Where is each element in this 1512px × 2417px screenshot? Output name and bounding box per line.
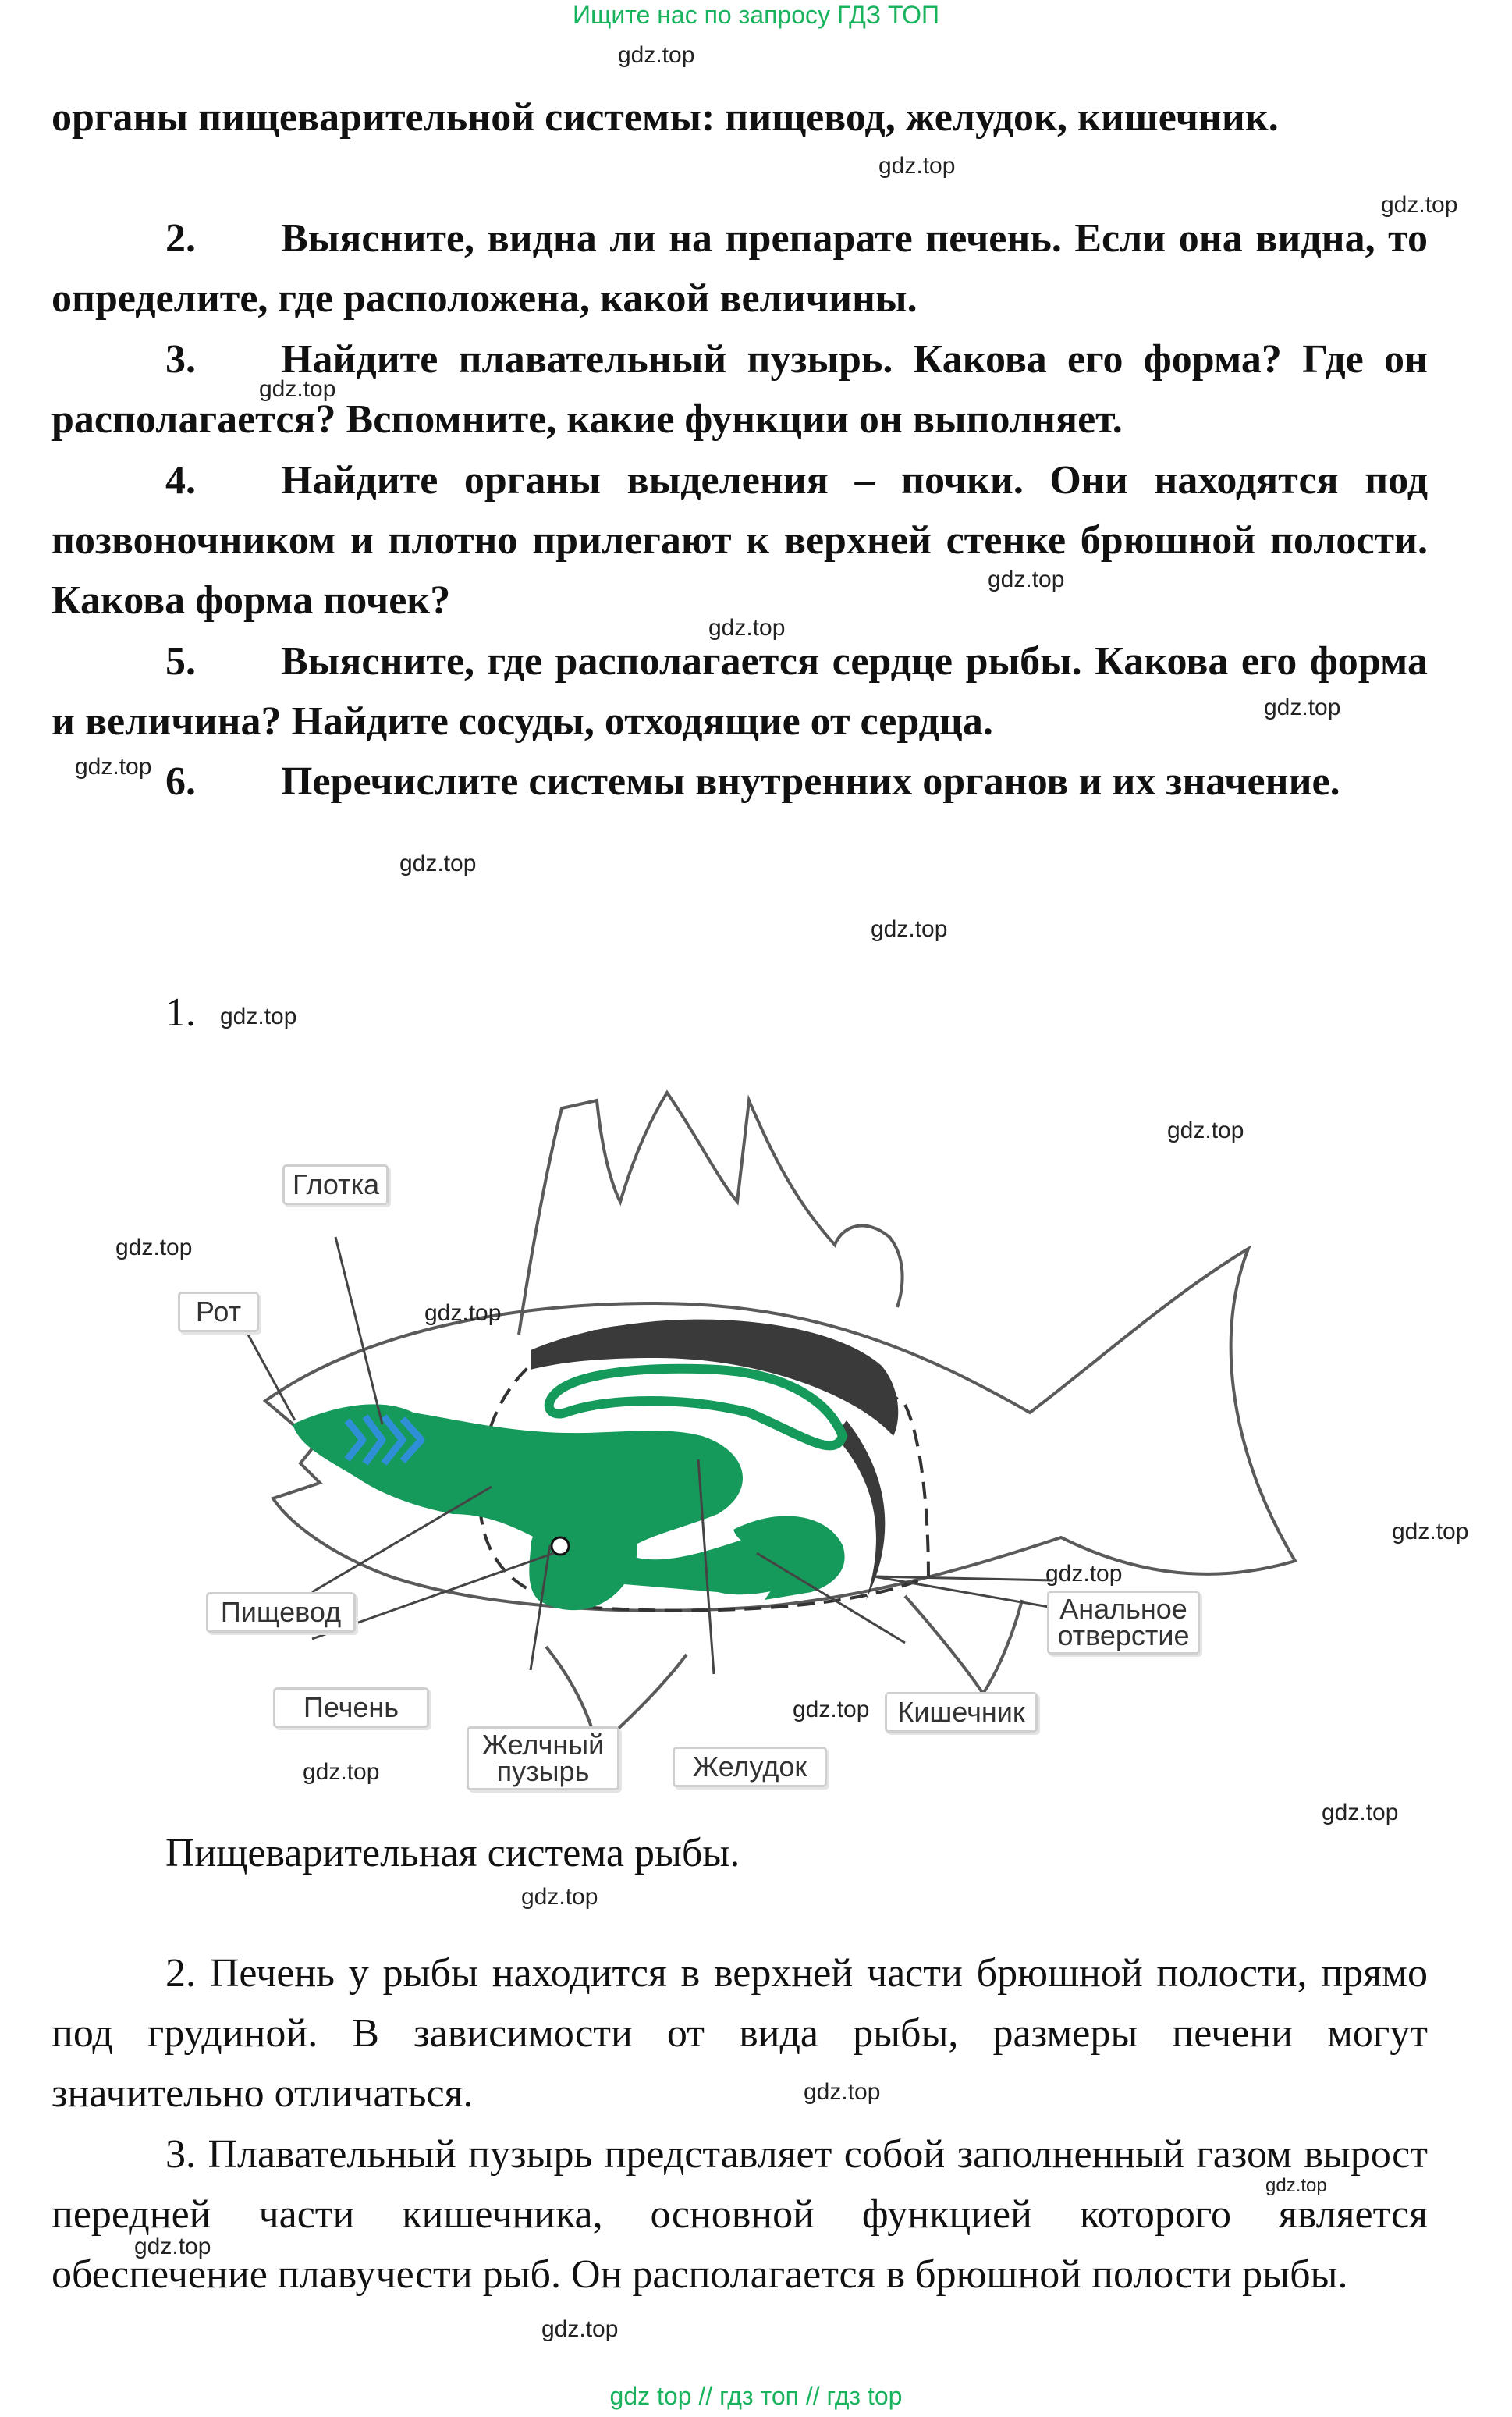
swim-bladder: [544, 1363, 848, 1451]
intestine-loop: [733, 1516, 845, 1600]
liver-lobe: [529, 1509, 637, 1611]
watermark: gdz.top: [1265, 2175, 1327, 2196]
task-6-text: Перечислите системы внутренних органов и…: [281, 759, 1340, 804]
watermark: gdz.top: [1045, 1561, 1123, 1587]
watermark: gdz.top: [1392, 1519, 1469, 1544]
watermark: gdz.top: [1264, 695, 1341, 720]
watermark: gdz.top: [871, 916, 948, 942]
watermark: gdz.top: [1167, 1118, 1244, 1143]
gallbladder-icon: [550, 1536, 570, 1556]
label-anus: Анальное отверстие: [1047, 1591, 1200, 1655]
label-gallbladder-line1: Желчный: [481, 1729, 605, 1761]
answer-1-number: 1.: [165, 990, 196, 1035]
label-anus-line1: Анальное: [1059, 1593, 1187, 1625]
label-gallbladder: Желчный пузырь: [467, 1726, 619, 1790]
task-2-number: 2.: [165, 216, 196, 261]
watermark: gdz.top: [75, 754, 152, 780]
body-cavity-outline: [477, 1323, 931, 1612]
task-3: 3.Найдите плавательный пузырь. Какова ег…: [51, 329, 1428, 450]
task-4: 4.Найдите органы выделения – почки. Они …: [51, 450, 1428, 631]
watermark: gdz.top: [134, 2234, 211, 2259]
header-banner[interactable]: Ищите нас по запросу ГДЗ ТОП: [573, 1, 939, 29]
anal-fin: [903, 1594, 1024, 1697]
task-4-text: Найдите органы выделения – почки. Они на…: [51, 458, 1428, 623]
watermark: gdz.top: [220, 1004, 297, 1029]
watermark: gdz.top: [618, 42, 695, 68]
watermark: gdz.top: [399, 851, 477, 876]
footer-links[interactable]: gdz top // гдз топ // гдз top: [609, 2382, 903, 2410]
watermark: gdz.top: [878, 153, 956, 179]
label-mouth: Рот: [178, 1292, 259, 1332]
watermark: gdz.top: [424, 1300, 502, 1326]
dark-arc-organ: [531, 1319, 899, 1436]
label-pharynx: Глотка: [282, 1164, 389, 1205]
label-anus-line2: отверстие: [1057, 1619, 1190, 1651]
esophagus-stomach-tract: [293, 1404, 827, 1595]
watermark: gdz.top: [115, 1235, 193, 1260]
diagram-caption: Пищеварительная система рыбы.: [165, 1831, 740, 1875]
watermark: gdz.top: [793, 1697, 870, 1722]
answer-3: 3. Плавательный пузырь представляет собо…: [51, 2132, 1428, 2297]
watermark: gdz.top: [708, 615, 786, 641]
watermark: gdz.top: [259, 376, 336, 402]
task-5-text: Выясните, где располагается сердце рыбы.…: [51, 639, 1428, 744]
label-liver: Печень: [273, 1687, 429, 1728]
watermark: gdz.top: [541, 2316, 619, 2342]
label-stomach: Желудок: [673, 1747, 827, 1787]
watermark: gdz.top: [521, 1884, 598, 1910]
watermark: gdz.top: [1381, 192, 1458, 218]
watermark: gdz.top: [1322, 1800, 1399, 1825]
task-3-text: Найдите плавательный пузырь. Какова его …: [51, 337, 1428, 442]
label-gallbladder-line2: пузырь: [496, 1755, 590, 1787]
task-6-number: 6.: [165, 759, 196, 804]
watermark: gdz.top: [303, 1759, 380, 1785]
kidney-arc: [835, 1420, 886, 1600]
answer-2: 2. Печень у рыбы находится в верхней час…: [51, 1951, 1428, 2116]
watermark: gdz.top: [804, 2079, 881, 2105]
label-intestine: Кишечник: [885, 1692, 1038, 1733]
task-2-text: Выясните, видна ли на препарате печень. …: [51, 216, 1428, 321]
task-2: 2.Выясните, видна ли на препарате печень…: [51, 208, 1428, 329]
watermark: gdz.top: [988, 567, 1065, 592]
task-1-tail: органы пищеварительной системы: пищевод,…: [51, 95, 1279, 140]
task-5: 5.Выясните, где располагается сердце рыб…: [51, 631, 1428, 752]
label-esophagus: Пищевод: [206, 1592, 356, 1633]
dorsal-fin: [517, 1089, 904, 1335]
fish-body-outline: [262, 1245, 1298, 1612]
task-4-number: 4.: [165, 458, 196, 503]
task-3-number: 3.: [165, 337, 196, 382]
fish-digestive-diagram: [229, 1089, 1298, 1751]
gills-icon: [344, 1414, 425, 1466]
task-5-number: 5.: [165, 639, 196, 684]
task-6: 6. Перечислите системы внутренних органов…: [51, 752, 1428, 812]
